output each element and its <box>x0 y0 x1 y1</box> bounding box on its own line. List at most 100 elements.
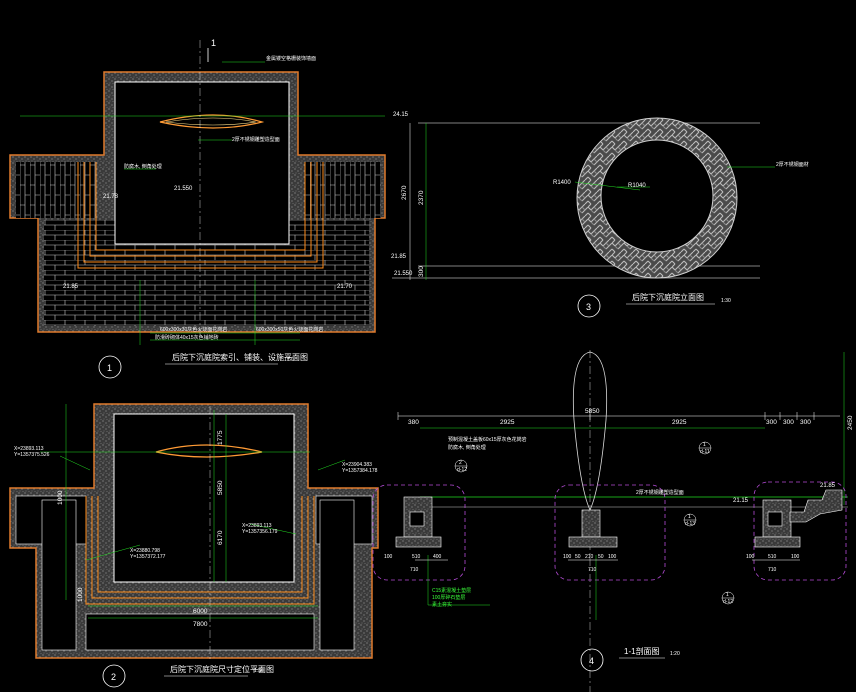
svg-text:1: 1 <box>703 442 706 448</box>
plan-1-level-center: 21.550 <box>174 186 193 192</box>
detail-ref-2: 1 d-11 <box>698 441 712 455</box>
plan-1-brick-right <box>305 162 381 218</box>
plan-1-level-right: 21.70 <box>337 284 353 290</box>
coord-br-b: Y=1357356.179 <box>242 529 278 535</box>
sec-dim-2: 2925 <box>672 419 687 426</box>
sec-foot-mid-total: 710 <box>588 567 597 573</box>
elev-dim-lower: 300 <box>418 266 425 277</box>
detail-ref-1: 2 d-12 <box>454 459 468 473</box>
sec-dim-4: 300 <box>783 419 794 426</box>
footing-right <box>754 489 843 548</box>
sec-span: 5850 <box>585 408 600 415</box>
sec-foot-left-1: 510 <box>412 554 421 560</box>
footing-left <box>395 496 442 548</box>
svg-text:d-11: d-11 <box>700 449 710 455</box>
plan-2-dimensions: X=23893.113 Y=1357375.526 X=23904.383 Y=… <box>9 403 379 660</box>
sec-4-scale: 1:20 <box>670 651 680 657</box>
coord-tr-a: X=23904.383 <box>342 462 372 468</box>
sec-note-5: 100厚碎石垫层 <box>432 594 465 601</box>
coord-tr-b: Y=1357384.178 <box>342 468 378 474</box>
plan-1-inner-courtyard <box>114 81 290 245</box>
sec-foot-mid-2: 210 <box>585 554 594 560</box>
section-mark: 1 <box>211 38 216 48</box>
plan-1-note-sculpture: 2厚不锈钢雕塑造型面 <box>232 136 280 143</box>
detail-ref-4: 1 d-12 <box>721 591 735 605</box>
plan-2-inner-courtyard <box>113 413 295 583</box>
plan-1-note-bottom-b: 600x300x50灰色火烧面花岗岩 <box>256 326 323 333</box>
sec-dim-1: 2925 <box>500 419 515 426</box>
callout-1: 1 <box>107 363 112 373</box>
plan-2-dim-outer-w: 7800 <box>193 621 208 628</box>
plan-2-dim-inner: 6170 <box>217 530 224 545</box>
elev-3-scale: 1:30 <box>721 298 731 304</box>
coord-br-a: X=23893.113 <box>242 523 272 529</box>
sec-dim-3: 300 <box>766 419 777 426</box>
ring-inner <box>600 139 714 253</box>
sec-foot-mid-3: 50 <box>598 554 604 560</box>
plan-1-note-bottom-a: 600x300x30灰色火烧面花岗岩 <box>160 326 227 333</box>
callout-2-circle <box>102 664 126 688</box>
elev-level-mid: 21.85 <box>391 254 407 260</box>
svg-text:d-12: d-12 <box>723 599 733 605</box>
plan-2-dim-center: 5850 <box>217 480 224 495</box>
sec-foot-mid-4: 100 <box>608 554 617 560</box>
callout-4-circle <box>580 648 604 672</box>
sec-height: 2450 <box>847 415 854 430</box>
elev-level-top: 24.15 <box>393 112 409 118</box>
plan-1-scale: 1:50 <box>284 357 294 363</box>
plan-2-dim-lower: 1000 <box>77 587 84 602</box>
sec-dim-0: 380 <box>408 419 419 426</box>
sec-foot-right-0: 100 <box>746 554 755 560</box>
svg-text:d-13: d-13 <box>685 521 695 527</box>
plan-2-title: 后院下沉庭院尺寸定位平面图 <box>170 664 274 674</box>
sec-level-r: 21.85 <box>820 483 836 489</box>
elev-note: 2厚不锈钢面材 <box>776 161 809 168</box>
elevation-3: 24.15 21.85 21.550 2670 2370 300 R1400 R… <box>391 112 809 280</box>
sec-foot-left-0: 100 <box>384 554 393 560</box>
plan-2-scale: 1:50 <box>254 668 264 674</box>
plan-1-note-mid-left: 防腐木, 倒角处理 <box>124 163 162 170</box>
coord-bl-a: X=23880.798 <box>130 548 160 554</box>
sec-foot-mid-1: 50 <box>575 554 581 560</box>
plan-2-dim-left: 1000 <box>57 490 64 505</box>
elev-level-bot: 21.550 <box>394 271 413 277</box>
svg-text:2: 2 <box>459 460 462 466</box>
callout-3-circle <box>577 294 601 318</box>
sec-foot-right-total: 710 <box>768 567 777 573</box>
plan-1-brick-left <box>16 162 96 218</box>
elev-dim-total: 2670 <box>401 185 408 200</box>
svg-text:d-12: d-12 <box>457 467 467 473</box>
coord-tl-a: X=23893.113 <box>14 446 44 452</box>
sec-foot-right-2: 100 <box>791 554 800 560</box>
plan-1-title: 后院下沉庭院索引、铺装、设施平面图 <box>172 352 308 362</box>
footing-mid <box>568 509 618 548</box>
coord-bl-b: Y=1357372.177 <box>130 554 166 560</box>
elev-3-title: 后院下沉庭院立面图 <box>632 292 704 302</box>
section-1-1: 380 2925 2925 300 300 300 5850 2450 21.1… <box>372 350 854 692</box>
plan-1-level-midleft: 21.78 <box>103 194 119 200</box>
section-dim-row: 380 2925 2925 300 300 300 <box>408 419 811 426</box>
sec-note-6: 素土夯实 <box>432 601 452 608</box>
elev-radius-inner: R1040 <box>628 183 646 189</box>
plan-1-note-bottom-c: 防滑砖砌体40x15灰色铺地砖 <box>155 334 219 341</box>
sec-note-4: C15素混凝土垫层 <box>432 587 471 594</box>
sec-foot-mid-0: 100 <box>563 554 572 560</box>
sec-note-3: 2厚不锈钢雕塑造型面 <box>636 489 684 496</box>
plan-2-dim-inner-w: 6000 <box>193 608 208 615</box>
plan-1-level-left: 21.85 <box>63 284 79 290</box>
callout-4: 4 <box>589 656 594 666</box>
callout-3: 3 <box>586 302 591 312</box>
sec-foot-left-2: 400 <box>433 554 442 560</box>
plan-1-paving: 金属镂空格栅装饰墙面 2厚不锈钢雕塑造型面 防腐木, 倒角处理 600x300x… <box>9 38 386 345</box>
elev-dim-upper: 2370 <box>418 190 425 205</box>
sec-dim-5: 300 <box>800 419 811 426</box>
detail-ref-3: 1 d-13 <box>683 513 697 527</box>
elev-radius-outer: R1400 <box>553 180 571 186</box>
callout-1-circle <box>98 355 122 379</box>
plan-2-dim-right: 1775 <box>217 430 224 445</box>
svg-text:1: 1 <box>688 514 691 520</box>
sec-note-2: 防腐木, 倒角处理 <box>448 444 486 451</box>
callout-2: 2 <box>111 672 116 682</box>
sec-level: 21.15 <box>733 498 749 504</box>
